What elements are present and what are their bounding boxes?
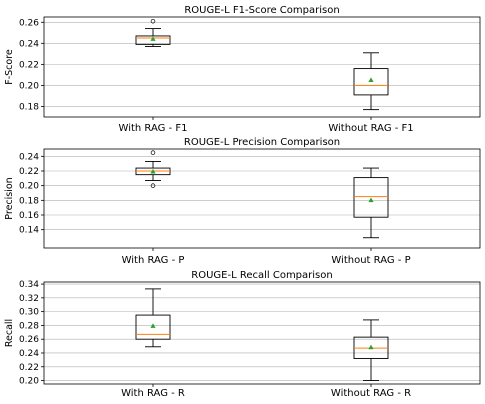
box-1: With RAG - F1 bbox=[119, 18, 188, 134]
x-category-label: Without RAG - P bbox=[331, 255, 410, 266]
y-tick-label: 0.24 bbox=[19, 152, 39, 162]
y-tick-label: 0.26 bbox=[19, 335, 39, 345]
box-2: Without RAG - R bbox=[331, 319, 411, 399]
x-category-label: With RAG - F1 bbox=[119, 123, 188, 134]
iqr-box bbox=[353, 177, 389, 218]
y-tick-label: 0.28 bbox=[19, 321, 39, 331]
y-tick-label: 0.24 bbox=[19, 39, 39, 49]
outlier-point bbox=[150, 18, 156, 24]
y-tick-label: 0.22 bbox=[19, 363, 39, 373]
y-tick-label: 0.22 bbox=[19, 60, 39, 70]
iqr-box bbox=[135, 314, 171, 340]
iqr-box bbox=[135, 35, 171, 45]
box-2: Without RAG - F1 bbox=[328, 52, 414, 134]
x-category-label: Without RAG - R bbox=[331, 388, 411, 399]
chart-title: ROUGE-L Recall Comparison bbox=[191, 270, 332, 281]
y-tick-label: 0.18 bbox=[19, 196, 39, 206]
mean-marker bbox=[150, 168, 156, 174]
subplot-1: 0.18 0.20 0.22 0.24 0.26 ROUGE-L F1-Score Com… bbox=[4, 5, 481, 134]
y-tick-label: 0.20 bbox=[19, 377, 39, 387]
subplot-3: 0.20 0.22 0.24 0.26 0.28 0.30 0.32 0.34 ROUGE-L … bbox=[4, 270, 481, 399]
y-tick-label: 0.20 bbox=[19, 182, 39, 192]
y-axis-label: F-Score bbox=[4, 49, 15, 85]
mean-marker bbox=[368, 77, 374, 82]
outlier-point bbox=[150, 183, 156, 188]
y-tick-label: 0.16 bbox=[19, 211, 39, 221]
y-tick-label: 0.32 bbox=[19, 294, 39, 304]
plot-frame bbox=[43, 148, 481, 249]
outlier-point bbox=[150, 150, 156, 155]
y-tick-label: 0.20 bbox=[19, 81, 39, 91]
plot-frame bbox=[43, 281, 481, 385]
y-tick-label: 0.24 bbox=[19, 349, 39, 359]
box-1: With RAG - R bbox=[121, 288, 185, 399]
plot-frame bbox=[43, 16, 481, 118]
mean-marker bbox=[150, 36, 156, 41]
box-2: Without RAG - P bbox=[331, 167, 411, 266]
iqr-box bbox=[353, 68, 389, 96]
y-tick-label: 0.14 bbox=[19, 226, 39, 236]
y-axis-label: Precision bbox=[4, 177, 15, 219]
subplot-2: 0.14 0.16 0.18 0.20 0.22 0.24 ROUGE-L Precisio… bbox=[4, 137, 481, 266]
y-tick-label: 0.22 bbox=[19, 167, 39, 177]
x-category-label: With RAG - P bbox=[122, 255, 185, 266]
y-tick-label: 0.34 bbox=[19, 280, 39, 290]
mean-marker bbox=[150, 323, 156, 328]
mean-marker bbox=[368, 197, 374, 203]
y-axis-label: Recall bbox=[4, 319, 15, 347]
x-category-label: Without RAG - F1 bbox=[328, 123, 413, 134]
chart-title: ROUGE-L Precision Comparison bbox=[184, 137, 340, 148]
y-tick-label: 0.26 bbox=[19, 18, 39, 28]
y-tick-label: 0.18 bbox=[19, 102, 39, 112]
box-1: With RAG - P bbox=[122, 150, 185, 266]
chart-title: ROUGE-L F1-Score Comparison bbox=[184, 5, 339, 16]
x-category-label: With RAG - R bbox=[121, 388, 185, 399]
y-tick-label: 0.30 bbox=[19, 308, 39, 318]
mean-marker bbox=[368, 344, 374, 350]
